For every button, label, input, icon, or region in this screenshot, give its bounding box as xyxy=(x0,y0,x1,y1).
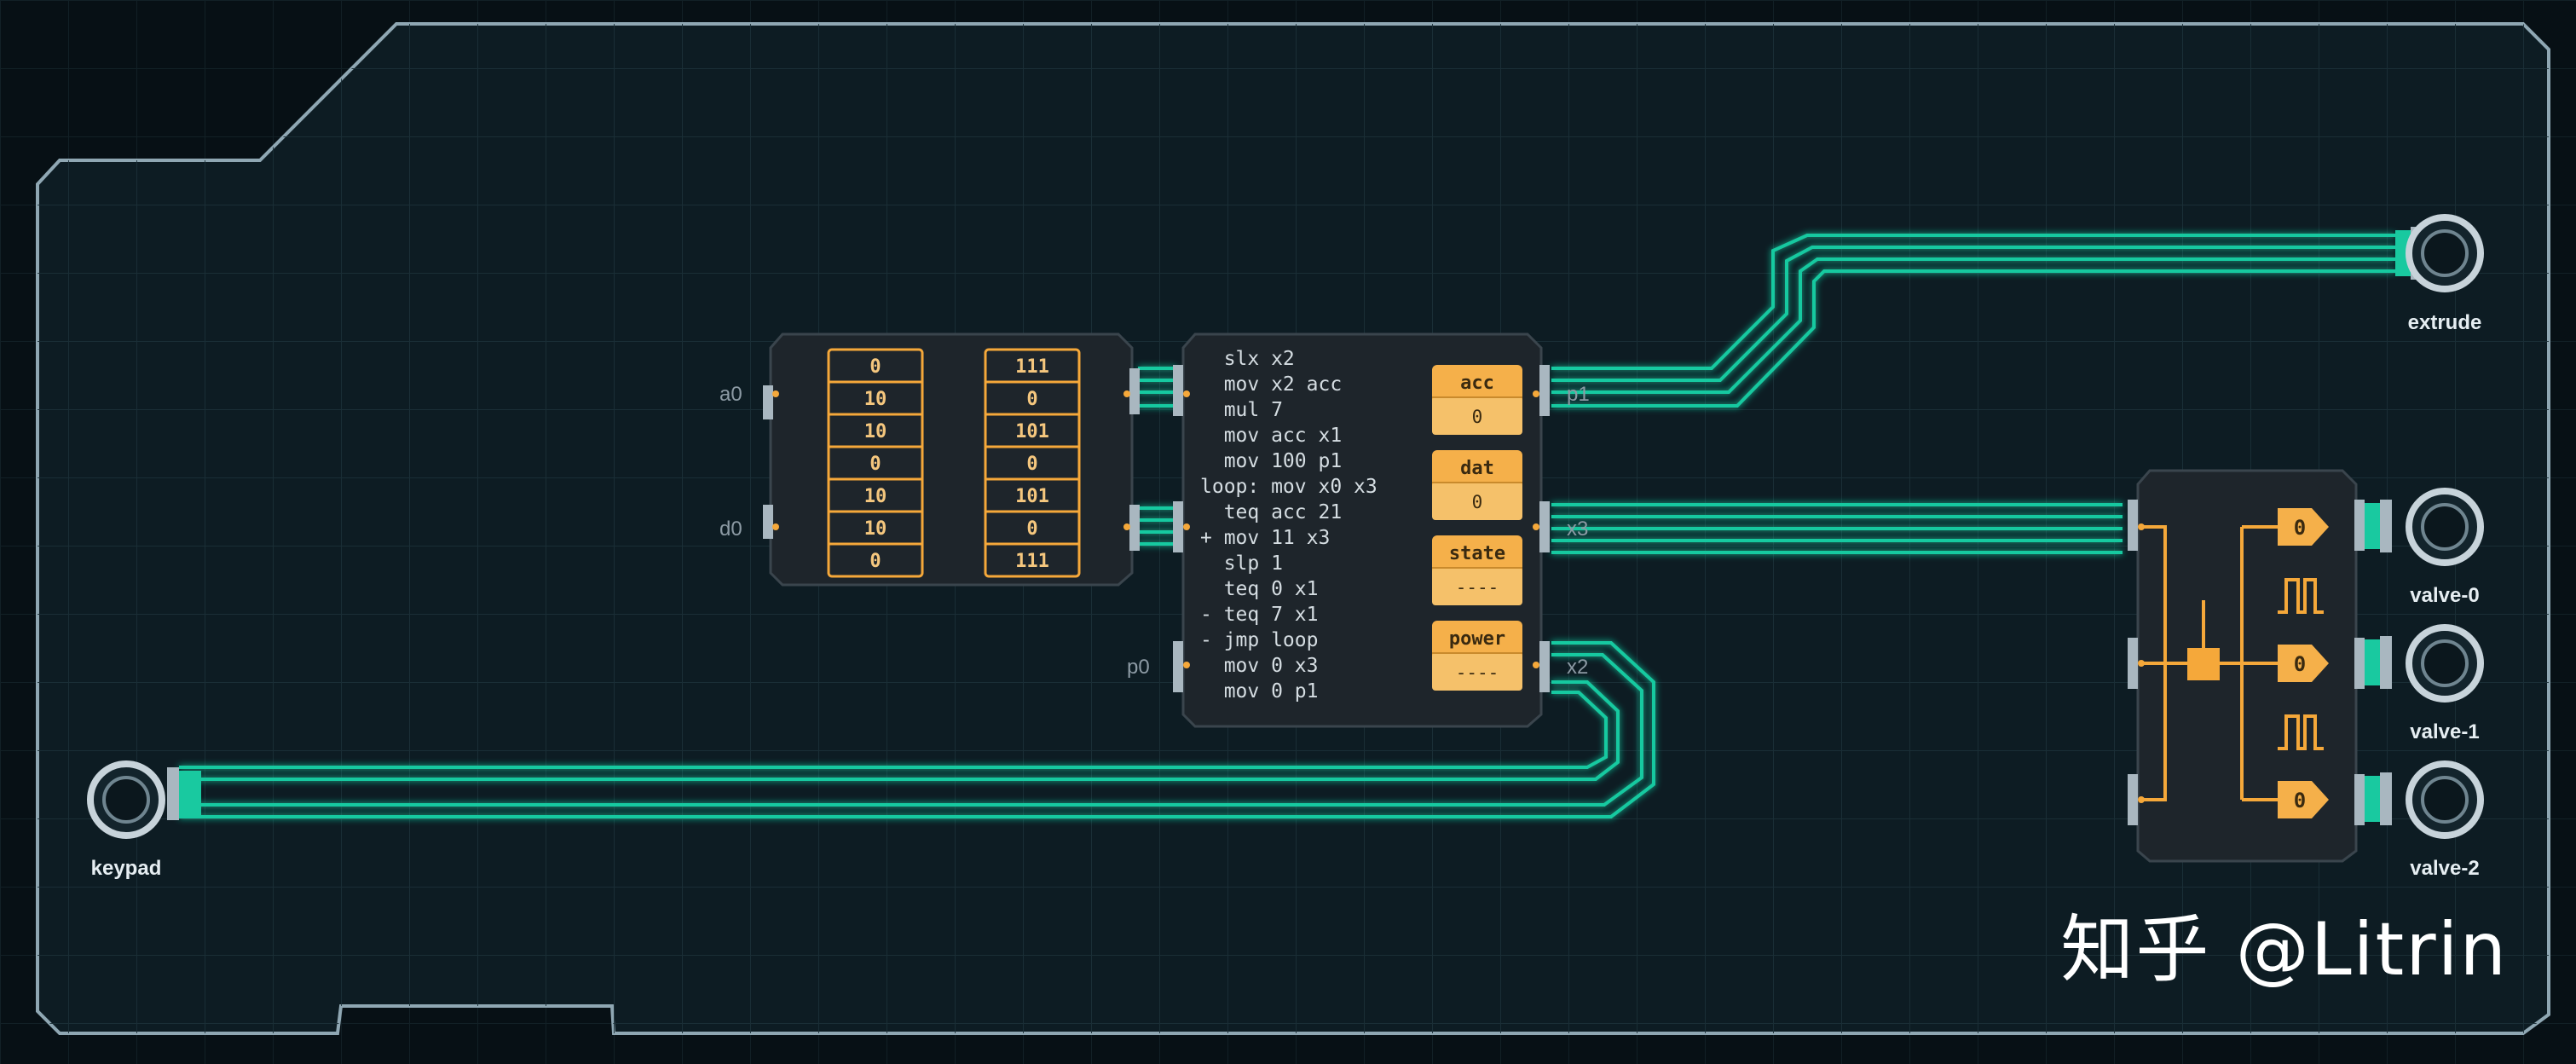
pulse-icon xyxy=(2278,714,2324,750)
register-value: ---- xyxy=(1456,662,1499,683)
memory-cell[interactable]: 0 xyxy=(869,551,881,572)
code-line[interactable]: mov acc x1 xyxy=(1200,425,1342,447)
code-line[interactable]: mov x2 acc xyxy=(1200,373,1342,396)
memory-cell[interactable]: 101 xyxy=(1015,421,1049,442)
wire-mem-a0 xyxy=(1138,367,1176,408)
pin-label-x2: x2 xyxy=(1567,656,1588,679)
program-code[interactable]: slx x2 mov x2 acc mul 7 mov acc x1 mov 1… xyxy=(1200,348,1378,703)
port-label-valve-1: valve-1 xyxy=(2410,720,2479,743)
register-value: 0 xyxy=(1472,407,1483,427)
port-label-valve-0: valve-0 xyxy=(2410,584,2479,607)
demux-output-gate: 0 xyxy=(2278,508,2329,546)
code-line[interactable]: - jmp loop xyxy=(1200,629,1318,651)
code-line[interactable]: teq acc 21 xyxy=(1200,501,1342,523)
memory-cell[interactable]: 0 xyxy=(1026,389,1037,410)
code-line[interactable]: slp 1 xyxy=(1200,552,1283,575)
microcontroller-chip[interactable]: slx x2 mov x2 acc mul 7 mov acc x1 mov 1… xyxy=(1173,332,1550,728)
memory-left-column: 0 10 10 0 10 10 0 xyxy=(827,348,924,578)
gate-value: 0 xyxy=(2294,652,2306,676)
port-label-valve-2: valve-2 xyxy=(2410,857,2479,880)
pin-label-x3: x3 xyxy=(1567,518,1588,541)
memory-cell[interactable]: 0 xyxy=(1026,454,1037,475)
pin-label-a0: a0 xyxy=(719,383,742,406)
memory-cell[interactable]: 10 xyxy=(864,486,887,507)
port-extrude[interactable] xyxy=(2395,214,2484,292)
register-name: dat xyxy=(1460,458,1494,479)
demux-output-gate: 0 xyxy=(2278,645,2329,682)
port-label-extrude: extrude xyxy=(2408,311,2482,334)
pin-label-p0: p0 xyxy=(1127,656,1150,679)
code-line[interactable]: mul 7 xyxy=(1200,399,1283,421)
memory-cell[interactable]: 111 xyxy=(1015,551,1049,572)
port-keypad[interactable] xyxy=(87,760,201,839)
demux-chip[interactable]: 0 0 0 xyxy=(2128,469,2365,863)
wire-mem-d0 xyxy=(1138,506,1176,546)
memory-cell[interactable]: 111 xyxy=(1015,356,1049,378)
register-value: ---- xyxy=(1456,577,1499,598)
register-name: state xyxy=(1449,543,1505,564)
pin-label-p1: p1 xyxy=(1567,383,1590,406)
register-name: power xyxy=(1449,628,1505,650)
pulse-icon xyxy=(2278,578,2324,614)
memory-cell[interactable]: 10 xyxy=(864,518,887,540)
memory-cell[interactable]: 10 xyxy=(864,389,887,410)
memory-cell[interactable]: 0 xyxy=(1026,518,1037,540)
gate-value: 0 xyxy=(2294,789,2306,812)
register-state: state ---- xyxy=(1432,535,1522,605)
register-dat: dat 0 xyxy=(1432,450,1522,520)
code-line[interactable]: teq 0 x1 xyxy=(1200,578,1318,600)
port-valve-1[interactable] xyxy=(2365,624,2484,703)
register-panel: acc 0 dat 0 state ---- power ---- xyxy=(1432,365,1522,691)
wires xyxy=(179,234,2395,818)
wire-x2-keypad xyxy=(179,641,1655,818)
register-name: acc xyxy=(1460,373,1494,394)
code-line[interactable]: mov 0 x3 xyxy=(1200,655,1318,677)
memory-cell[interactable]: 10 xyxy=(864,421,887,442)
code-line[interactable]: mov 0 p1 xyxy=(1200,680,1318,703)
pin-label-d0: d0 xyxy=(719,518,742,541)
port-label-keypad: keypad xyxy=(91,857,162,880)
port-valve-0[interactable] xyxy=(2365,488,2484,566)
demux-traces xyxy=(2141,525,2278,801)
memory-right-column: 111 0 101 0 101 0 111 xyxy=(984,348,1081,578)
code-line[interactable]: loop: mov x0 x3 xyxy=(1200,476,1378,498)
port-valve-2[interactable] xyxy=(2365,760,2484,839)
code-line[interactable]: slx x2 xyxy=(1200,348,1295,370)
gate-value: 0 xyxy=(2294,516,2306,540)
wire-x3-demux xyxy=(1551,503,2123,554)
watermark: 知乎 @Litrin xyxy=(2060,907,2508,992)
demux-gates: 0 0 0 xyxy=(2278,508,2329,818)
memory-cell[interactable]: 101 xyxy=(1015,486,1049,507)
code-line[interactable]: - teq 7 x1 xyxy=(1200,604,1318,626)
register-value: 0 xyxy=(1472,492,1483,512)
wire-p1-extrude xyxy=(1551,234,2395,408)
memory-cell[interactable]: 0 xyxy=(869,356,881,378)
demux-output-gate: 0 xyxy=(2278,781,2329,818)
demux-core xyxy=(2187,648,2220,680)
code-line[interactable]: + mov 11 x3 xyxy=(1200,527,1330,549)
memory-cell[interactable]: 0 xyxy=(869,454,881,475)
code-line[interactable]: mov 100 p1 xyxy=(1200,450,1342,472)
register-power: power ---- xyxy=(1432,621,1522,691)
register-acc: acc 0 xyxy=(1432,365,1522,435)
